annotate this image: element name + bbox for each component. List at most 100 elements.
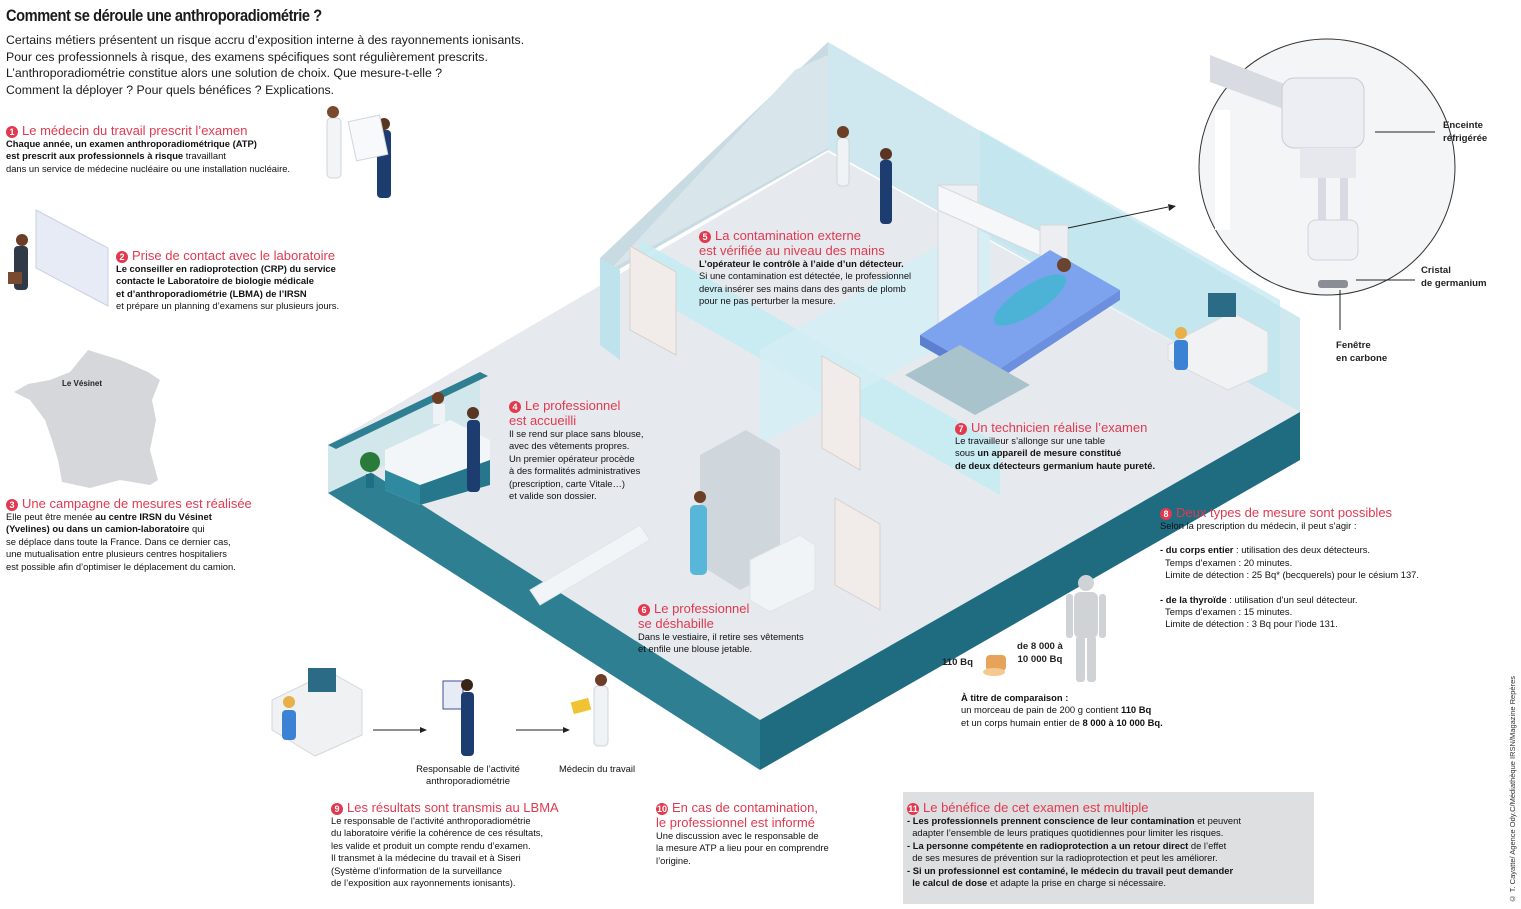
step-heading: le professionnel est informé <box>656 815 829 830</box>
step-body-line: devra insérer ses mains dans des gants d… <box>699 283 911 295</box>
step-body: Chaque année, un examen anthroporadiomét… <box>6 138 290 175</box>
text: Elle peut être menée <box>6 511 96 522</box>
step-number-badge: 7 <box>955 423 967 435</box>
text-bold: un appareil de mesure constitué <box>977 447 1122 459</box>
step-11: 11 Le bénéfice de cet examen est multiple… <box>907 800 1241 889</box>
step-heading: est vérifiée au niveau des mains <box>699 243 911 258</box>
detector-zoom <box>1067 38 1456 330</box>
text: une mutualisation entre plusieurs centre… <box>6 548 227 560</box>
step-body-line: dans un service de médecine nucléaire ou… <box>6 163 290 175</box>
label-window: Fenêtre en carbone <box>1336 340 1387 365</box>
step-heading-text: le professionnel est informé <box>656 815 815 830</box>
page-title: Comment se déroule une anthroporadiométr… <box>6 6 322 25</box>
step-heading-text: est accueilli <box>509 413 577 428</box>
step-body-line: et valide son dossier. <box>509 490 643 502</box>
comparison-text: À titre de comparaison : un morceau de p… <box>961 692 1163 729</box>
step-body-line: et enfile une blouse jetable. <box>638 643 804 655</box>
intro-line: Certains métiers présentent un risque ac… <box>6 33 525 47</box>
step-heading: 7 Un technicien réalise l’examen <box>955 420 1155 435</box>
text-bold: est prescrit aux professionnels à risque <box>6 150 184 162</box>
text: Limite de détection : 25 Bq* (becquerels… <box>1160 569 1419 581</box>
step-body-line <box>1160 532 1419 544</box>
step-body-line: Chaque année, un examen anthroporadiomét… <box>6 138 290 150</box>
text: de l’effet <box>1188 839 1227 851</box>
text: et enfile une blouse jetable. <box>638 643 753 655</box>
step-heading-text: Le bénéfice de cet examen est multiple <box>923 800 1149 815</box>
step-body-line: Limite de détection : 25 Bq* (becquerels… <box>1160 569 1419 581</box>
step-body-line <box>1160 582 1419 594</box>
step-body-line: Le conseiller en radioprotection (CRP) d… <box>116 263 339 275</box>
text-bold: 110 Bq <box>1121 704 1152 716</box>
text: Une discussion avec le responsable de <box>656 830 819 841</box>
text: (Système d’information de la surveillanc… <box>331 864 502 876</box>
step-body: Le responsable de l’activité anthroporad… <box>331 815 559 889</box>
workflow-label-doctor: Médecin du travail <box>558 763 636 774</box>
step-heading-text: est vérifiée au niveau des mains <box>699 243 885 258</box>
step-body: Selon la prescription du médecin, il peu… <box>1160 520 1419 631</box>
step-body-line: de l’exposition aux rayonnements ionisan… <box>331 877 559 889</box>
intro-line: Pour ces professionnels à risque, des ex… <box>6 49 488 64</box>
workflow-label-responsible: Responsable de l’activité anthroporadiom… <box>398 763 538 787</box>
step-number-badge: 5 <box>699 231 711 243</box>
step-body-line: le calcul de dose et adapte la prise en … <box>907 877 1241 889</box>
text: Temps d’examen : 20 minutes. <box>1160 556 1293 568</box>
text: et valide son dossier. <box>509 490 597 502</box>
text: Il transmet à la médecine du travail et … <box>331 852 521 864</box>
text: de ses mesures de prévention sur la radi… <box>907 852 1218 864</box>
text: la mesure ATP a lieu pour en comprendre <box>656 842 829 854</box>
step-body-line: Il transmet à la médecine du travail et … <box>331 852 559 864</box>
step-body-line: sous un appareil de mesure constitué <box>955 447 1155 459</box>
step-body-line: Dans le vestiaire, il retire ses vêtemen… <box>638 631 804 643</box>
step-number-badge: 6 <box>638 604 650 616</box>
text: Limite de détection : 3 Bq pour l’iode 1… <box>1160 618 1338 630</box>
text-bold: Le conseiller en radioprotection (CRP) d… <box>116 263 336 274</box>
step-heading-text: Prise de contact avec le laboratoire <box>132 248 336 263</box>
text-bold: au centre IRSN du Vésinet <box>95 511 212 522</box>
text-bold: Chaque année, un examen anthroporadiomét… <box>6 138 257 149</box>
label-line: 10 000 Bq <box>1017 653 1063 665</box>
step-number-badge: 3 <box>6 499 18 511</box>
measurement-device <box>905 184 1120 415</box>
label-line: en carbone <box>1336 352 1388 364</box>
label-enclosure: Enceinte réfrigérée <box>1443 120 1487 145</box>
intro-text: Certains métiers présentent un risque ac… <box>6 32 626 98</box>
step-heading: est accueilli <box>509 413 643 428</box>
text-bold: - Si un professionnel est contaminé, le … <box>907 864 1234 876</box>
step-body-line: (prescription, carte Vitale…) <box>509 478 643 490</box>
label-line: Enceinte <box>1443 120 1483 131</box>
benefit-box <box>903 792 1314 904</box>
step-body: Elle peut être menée au centre IRSN du V… <box>6 511 252 573</box>
step-body-line: pour ne pas perturber la mesure. <box>699 295 911 307</box>
label-line: anthroporadiométrie <box>426 775 510 786</box>
step-heading-text: Le médecin du travail prescrit l’examen <box>22 123 248 138</box>
step-heading-text: Un technicien réalise l’examen <box>971 420 1148 435</box>
text: du laboratoire vérifie la cohérence de c… <box>331 827 544 839</box>
intro-line: L’anthroporadiométrie constitue alors un… <box>6 66 443 80</box>
step-number-badge: 4 <box>509 401 521 413</box>
bread-icon <box>983 655 1006 676</box>
step-body-line: adapter l’ensemble de leurs pratiques qu… <box>907 827 1241 839</box>
step-body-line: avec des vêtements propres. <box>509 440 643 452</box>
text-bold: - La personne compétente en radioprotect… <box>907 839 1189 851</box>
text: et adapte la prise en charge si nécessai… <box>987 877 1167 889</box>
step-number-badge: 11 <box>907 803 919 815</box>
changing-room <box>529 430 816 613</box>
text: Si une contamination est détectée, le pr… <box>699 270 912 282</box>
step-body-line: la mesure ATP a lieu pour en comprendre <box>656 842 829 854</box>
text: Le travailleur s’allonge sur une table <box>955 435 1106 446</box>
label-line: Fenêtre <box>1336 340 1371 351</box>
step-number-badge: 8 <box>1160 508 1172 520</box>
text: adapter l’ensemble de leurs pratiques qu… <box>907 827 1224 839</box>
step-body-line: Limite de détection : 3 Bq pour l’iode 1… <box>1160 618 1419 630</box>
text: avec des vêtements propres. <box>509 440 630 452</box>
text: Il se rend sur place sans blouse, <box>509 428 644 439</box>
label-line: de 8 000 à <box>1017 641 1063 652</box>
step-body-line: de ses mesures de prévention sur la radi… <box>907 852 1241 864</box>
